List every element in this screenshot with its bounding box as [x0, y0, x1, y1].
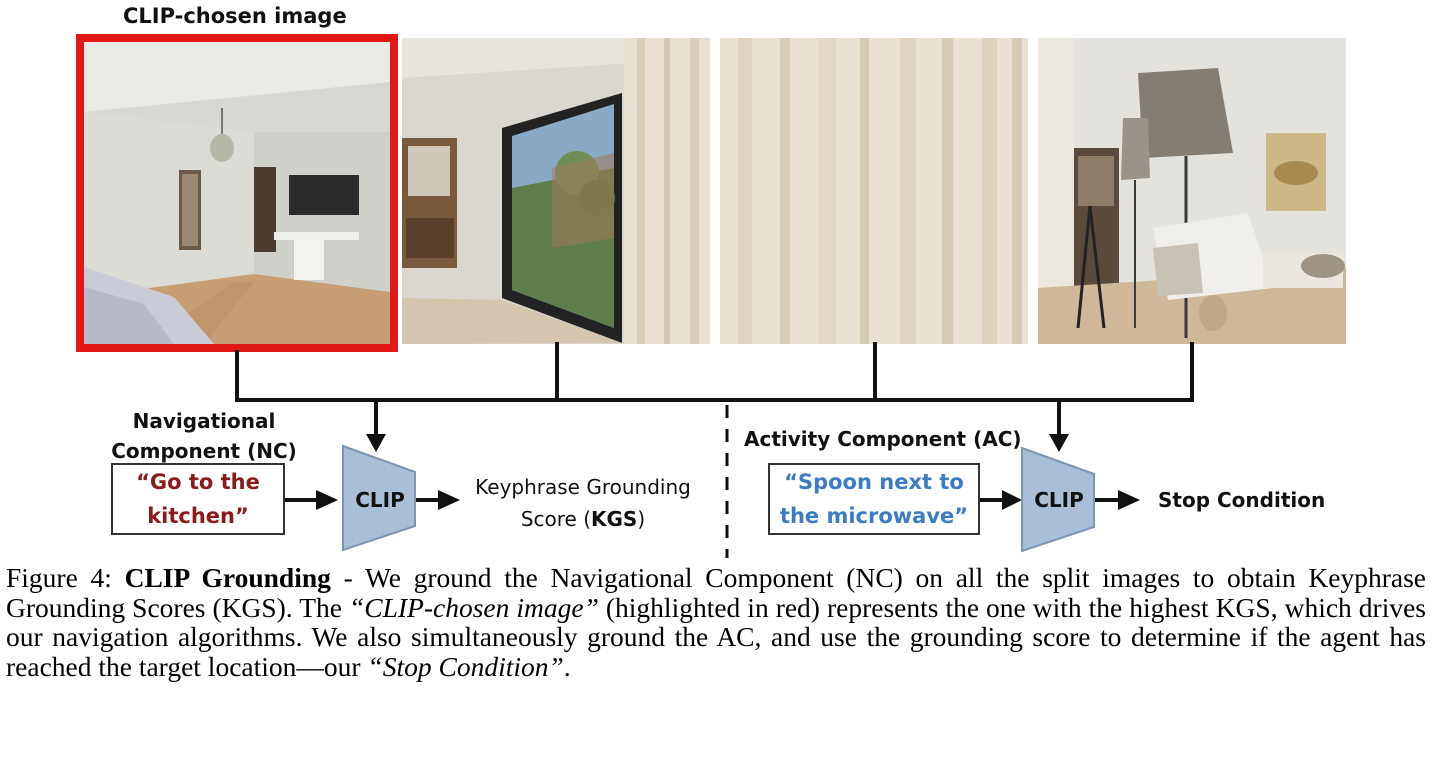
kgs-line1: Keyphrase Grounding — [475, 475, 691, 499]
clip-chosen-label: CLIP-chosen image — [123, 4, 347, 28]
panel-bedroom-view — [76, 34, 398, 352]
lamp-bedroom-image — [1038, 38, 1346, 344]
caption-italic2: “Stop Condition” — [367, 650, 564, 682]
ac-title: Activity Component (AC) — [744, 427, 1022, 451]
caption-fig-number: Figure 4: — [6, 562, 112, 593]
figure-caption: Figure 4: CLIP Grounding - We ground the… — [6, 563, 1426, 681]
ac-quote-line1: “Spoon next to — [784, 470, 964, 494]
curtain-image — [720, 38, 1028, 344]
connector-lines — [235, 342, 1194, 558]
panel-window-view — [402, 38, 710, 344]
nc-title: Navigational Component (NC) — [104, 406, 304, 466]
panel-lamp-bedroom-view — [1038, 38, 1346, 344]
clip-label-left: CLIP — [355, 488, 405, 512]
clip-label-right: CLIP — [1034, 488, 1084, 512]
panel-curtain-view — [720, 38, 1028, 344]
stop-condition-label: Stop Condition — [1158, 488, 1326, 512]
bedroom-image — [84, 42, 390, 344]
nc-quote-line2: kitchen” — [147, 504, 249, 528]
ac-quote-line2: the microwave” — [779, 504, 969, 528]
caption-part1: - We ground the Navigational Component (… — [6, 562, 1426, 623]
caption-title: CLIP Grounding — [124, 562, 331, 593]
caption-part2: (highlighted in red) represents the one … — [6, 591, 1426, 682]
clip-encoder-right — [1021, 446, 1095, 553]
caption-part3: . — [563, 650, 571, 682]
nc-title-line1: Navigational — [132, 409, 276, 433]
kgs-line2-bold: KGS — [591, 507, 638, 531]
caption-italic1: “CLIP-chosen image” — [348, 591, 599, 623]
kgs-line2-suffix: ) — [637, 507, 646, 531]
kgs-label: Keyphrase Grounding Score (KGS) — [463, 471, 703, 535]
window-image — [402, 38, 710, 344]
nc-quote-line1: “Go to the — [136, 470, 260, 494]
nc-title-line2: Component (NC) — [111, 439, 297, 463]
kgs-line2-prefix: Score ( — [520, 507, 592, 531]
ac-quote-box: “Spoon next to the microwave” — [768, 463, 980, 535]
nc-quote-box: “Go to the kitchen” — [111, 463, 285, 535]
clip-encoder-left — [342, 444, 416, 552]
